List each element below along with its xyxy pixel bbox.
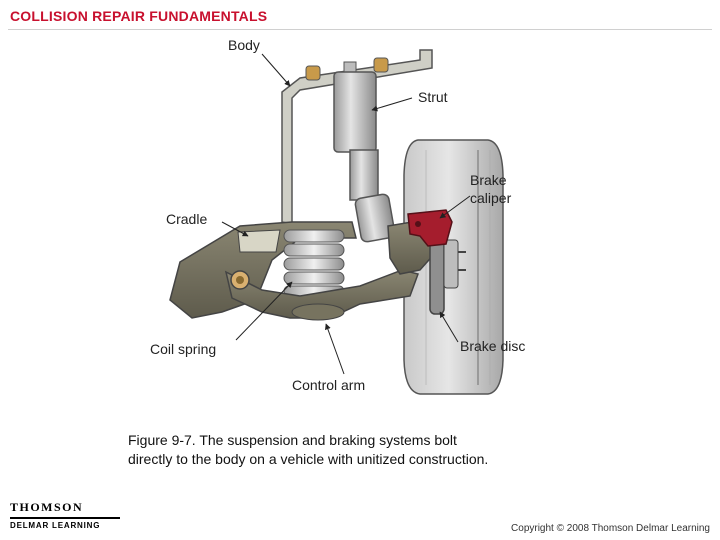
copyright-notice: Copyright © 2008 Thomson Delmar Learning [511,523,710,534]
label-strut: Strut [418,89,448,105]
leader-lines [221,53,471,375]
label-coil-spring: Coil spring [150,341,217,357]
label-brake-caliper-line2: caliper [470,190,512,206]
logo-top-text: THOMSON [10,500,84,514]
header-divider [8,29,712,30]
label-control-arm: Control arm [292,377,366,393]
body-panel [281,49,433,225]
brake-caliper [407,209,453,247]
caption-line-1: Figure 9-7. The suspension and braking s… [128,432,457,448]
strut [333,61,396,243]
slide-header-title: COLLISION REPAIR FUNDAMENTALS [10,8,268,24]
control-arm [224,269,419,321]
label-body: Body [228,37,260,53]
label-cradle: Cradle [166,211,208,227]
coil-spring [283,229,345,297]
label-brake-disc: Brake disc [460,338,526,354]
logo-bottom-text: DELMAR LEARNING [10,521,101,530]
caption-line-2: directly to the body on a vehicle with u… [128,451,489,467]
publisher-logo: THOMSON DELMAR LEARNING [10,500,120,530]
label-brake-caliper-line1: Brake [470,172,507,188]
logo-rule [10,517,120,519]
figure-caption: Figure 9-7. The suspension and braking s… [128,431,598,469]
